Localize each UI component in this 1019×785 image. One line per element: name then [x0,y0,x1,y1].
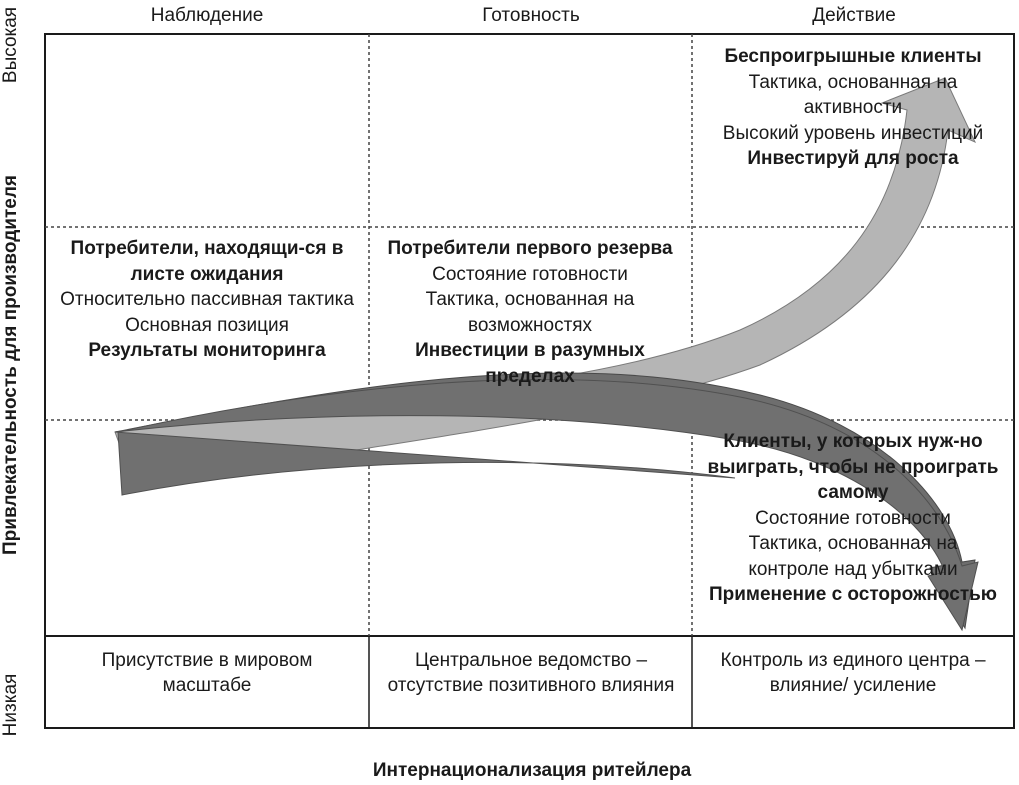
column-header-observation: Наблюдение [150,5,264,26]
bottom-cell-global: Присутствие в мировом масштабе [101,650,313,696]
cell-winwin-action: Инвестируй для роста [747,148,959,169]
cell-winwin-title: Беспроигрышные клиенты [724,46,982,67]
cell-waiting-line1: Относительно пассивная тактика [60,289,354,310]
cell-mustwin: Клиенты, у которых нуж-но выиграть, чтоб… [707,429,999,608]
cell-reserve-action: Инвестиции в разумных пределах [415,340,645,387]
cell-winwin-line1: Тактика, основанная на активности [748,71,958,119]
y-axis-high-label: Высокая [0,6,21,84]
cell-reserve: Потребители первого резерва Состояние го… [384,236,676,389]
cell-winwin-line2: Высокий уровень инвестиций [722,122,984,144]
cell-mustwin-title: Клиенты, у которых нуж-но выиграть, чтоб… [707,431,999,503]
y-axis-low-label: Низкая [0,673,21,737]
column-header-readiness: Готовность [482,5,580,26]
lower-arrow-body [114,378,979,632]
cell-waiting-line2: Основная позиция [125,314,289,336]
bottom-cell-control: Контроль из единого центра – влияние/ ус… [720,650,986,696]
column-header-action: Действие [812,5,896,26]
cell-reserve-title: Потребители первого резерва [387,238,673,259]
cell-waiting: Потребители, находящи-ся в листе ожидани… [55,236,359,364]
cell-reserve-line1: Состояние готовности [432,263,628,285]
bottom-cell-central: Центральное ведомство – отсутствие позит… [387,650,675,696]
cell-mustwin-action: Применение с осторожностью [708,584,998,605]
x-axis-title: Интернационализация ритейлера [372,760,692,781]
matrix-border [44,33,1015,729]
cell-mustwin-line2: Тактика, основанная на контроле над убыт… [748,533,958,580]
cell-reserve-line2: Тактика, основанная на возможностях [425,289,635,336]
y-axis-title: Привлекательность для производителя [0,175,21,555]
cell-mustwin-line1: Состояние готовности [755,507,951,529]
cell-waiting-title: Потребители, находящи-ся в листе ожидани… [70,238,344,285]
cell-waiting-action: Результаты мониторинга [88,340,326,361]
cell-winwin: Беспроигрышные клиенты Тактика, основанн… [712,44,994,172]
